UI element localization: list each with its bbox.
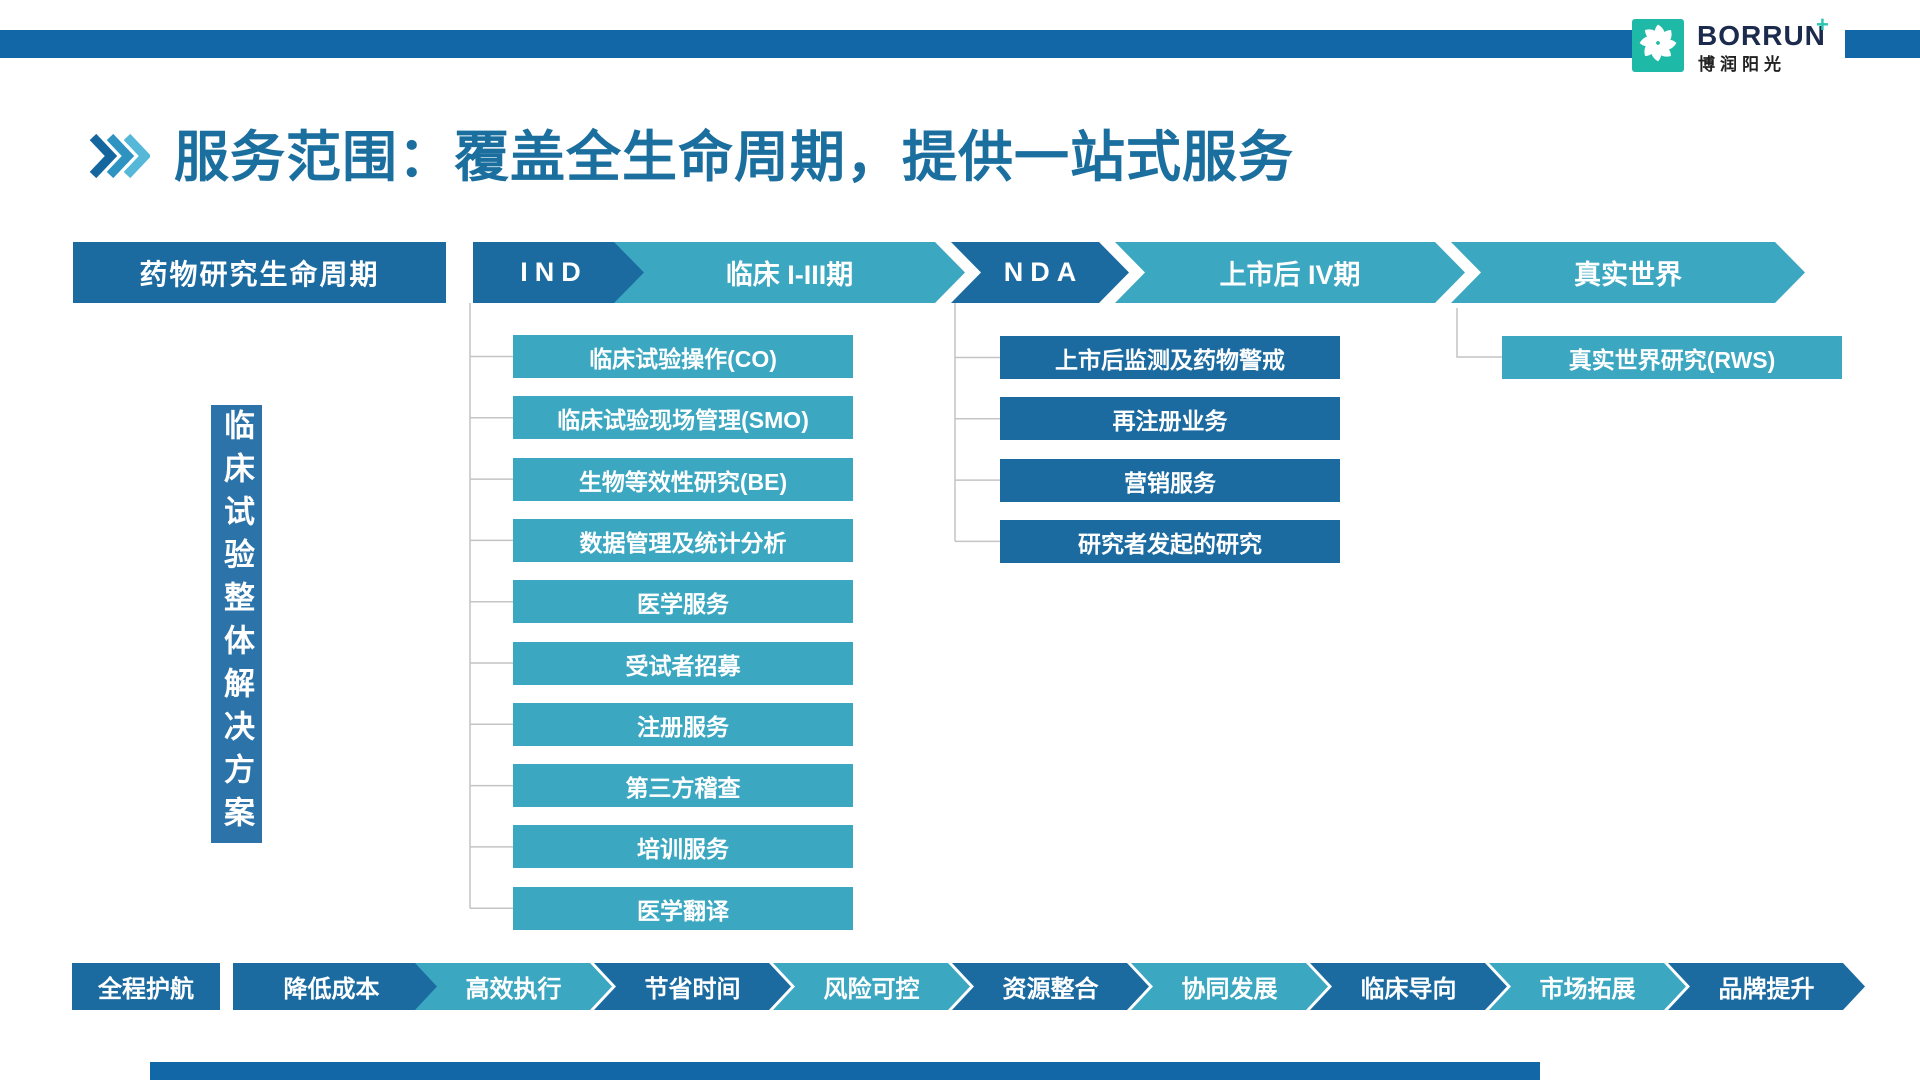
benefit-arrow-3: 高效执行 <box>415 963 612 1010</box>
stage-arrow-real-world-label: 真实世界 <box>1574 260 1682 290</box>
clinical-service-box-label: 临床试验操作(CO) <box>589 345 777 372</box>
clinical-service-box: 医学服务 <box>513 580 853 623</box>
benefit-arrow-9-label: 市场拓展 <box>1539 976 1636 1003</box>
benefit-arrow-7-label: 协同发展 <box>1181 976 1278 1003</box>
benefit-arrow-4: 节省时间 <box>594 963 791 1010</box>
benefit-arrow-1-label: 全程护航 <box>98 976 194 1003</box>
top-stripe <box>0 30 1635 58</box>
clinical-service-box-label: 医学翻译 <box>637 897 729 924</box>
clinical-service-box: 生物等效性研究(BE) <box>513 458 853 501</box>
clinical-service-box-label: 医学服务 <box>637 590 729 617</box>
benefit-arrow-5-label: 风险可控 <box>823 976 920 1003</box>
triple-chevron-right-icon <box>88 132 152 185</box>
benefit-arrow-1: 全程护航 <box>72 963 220 1010</box>
pinwheel-icon <box>1636 21 1680 70</box>
clinical-service-box: 数据管理及统计分析 <box>513 519 853 562</box>
clinical-service-box-label: 注册服务 <box>637 713 729 740</box>
brand-name-chinese: 博润阳光 <box>1698 55 1786 74</box>
clinical-service-box: 注册服务 <box>513 703 853 746</box>
brand-logo <box>1632 19 1684 72</box>
brand-plus: + <box>1816 12 1829 37</box>
page-title: 服务范围：覆盖全生命周期，提供一站式服务 <box>174 127 1295 188</box>
stage-arrow-ind: IND <box>473 242 648 303</box>
benefit-arrow-2: 降低成本 <box>233 963 450 1010</box>
clinical-service-box: 受试者招募 <box>513 642 853 685</box>
benefit-arrow-10: 品牌提升 <box>1668 963 1865 1010</box>
post-market-service-box: 研究者发起的研究 <box>1000 520 1340 563</box>
bottom-stripe <box>150 1062 1540 1080</box>
stage-arrow-ind-label: IND <box>520 257 588 287</box>
clinical-service-box-label: 受试者招募 <box>625 652 741 679</box>
solution-box: 临床试验整体解决方案 <box>211 405 262 843</box>
stage-arrow-real-world: 真实世界 <box>1451 242 1805 303</box>
clinical-service-box: 医学翻译 <box>513 887 853 930</box>
post-market-service-box: 营销服务 <box>1000 459 1340 502</box>
clinical-service-box-label: 生物等效性研究(BE) <box>578 468 788 495</box>
stage-arrow-nda: NDA <box>951 242 1129 303</box>
stage-arrow-post-market-iv-label: 上市后 IV期 <box>1219 260 1361 290</box>
clinical-service-box-label: 数据管理及统计分析 <box>579 529 787 556</box>
benefit-arrow-7: 协同发展 <box>1131 963 1328 1010</box>
benefit-arrow-3-label: 高效执行 <box>465 976 562 1003</box>
benefit-arrow-8-label: 临床导向 <box>1360 976 1457 1003</box>
post-market-service-box-label: 再注册业务 <box>1112 407 1228 434</box>
clinical-service-box-label: 第三方稽查 <box>625 774 741 801</box>
stage-arrow-nda-label: NDA <box>1003 257 1084 287</box>
benefit-arrow-4-label: 节省时间 <box>644 976 741 1003</box>
benefit-arrow-8: 临床导向 <box>1310 963 1507 1010</box>
stage-arrow-clinical-i-iii: 临床 I-III期 <box>614 242 965 303</box>
benefit-arrow-5: 风险可控 <box>773 963 970 1010</box>
rws-service-box: 真实世界研究(RWS) <box>1502 336 1842 379</box>
post-market-service-box-label: 营销服务 <box>1124 469 1216 496</box>
post-market-service-box: 再注册业务 <box>1000 397 1340 440</box>
post-market-service-box: 上市后监测及药物警戒 <box>1000 336 1340 379</box>
post-market-service-box-label: 研究者发起的研究 <box>1078 530 1262 557</box>
benefit-arrow-6: 资源整合 <box>952 963 1149 1010</box>
lifecycle-label-box: 药物研究生命周期 <box>73 242 446 303</box>
top-stripe-right-segment <box>1845 30 1920 58</box>
clinical-service-box: 临床试验现场管理(SMO) <box>513 396 853 439</box>
stage-arrow-clinical-i-iii-label: 临床 I-III期 <box>725 260 854 290</box>
benefit-arrow-2-label: 降低成本 <box>283 976 380 1003</box>
clinical-service-box: 第三方稽查 <box>513 764 853 807</box>
stage-arrow-post-market-iv: 上市后 IV期 <box>1115 242 1465 303</box>
clinical-service-box-label: 临床试验现场管理(SMO) <box>557 406 809 433</box>
clinical-service-box: 培训服务 <box>513 825 853 868</box>
benefit-arrow-6-label: 资源整合 <box>1002 976 1099 1003</box>
brand-name: BORRUN <box>1697 20 1826 51</box>
clinical-service-box: 临床试验操作(CO) <box>513 335 853 378</box>
benefit-arrow-9: 市场拓展 <box>1489 963 1686 1010</box>
benefit-arrow-10-label: 品牌提升 <box>1718 976 1815 1003</box>
clinical-service-box-label: 培训服务 <box>637 835 729 862</box>
post-market-service-box-label: 上市后监测及药物警戒 <box>1055 346 1285 373</box>
